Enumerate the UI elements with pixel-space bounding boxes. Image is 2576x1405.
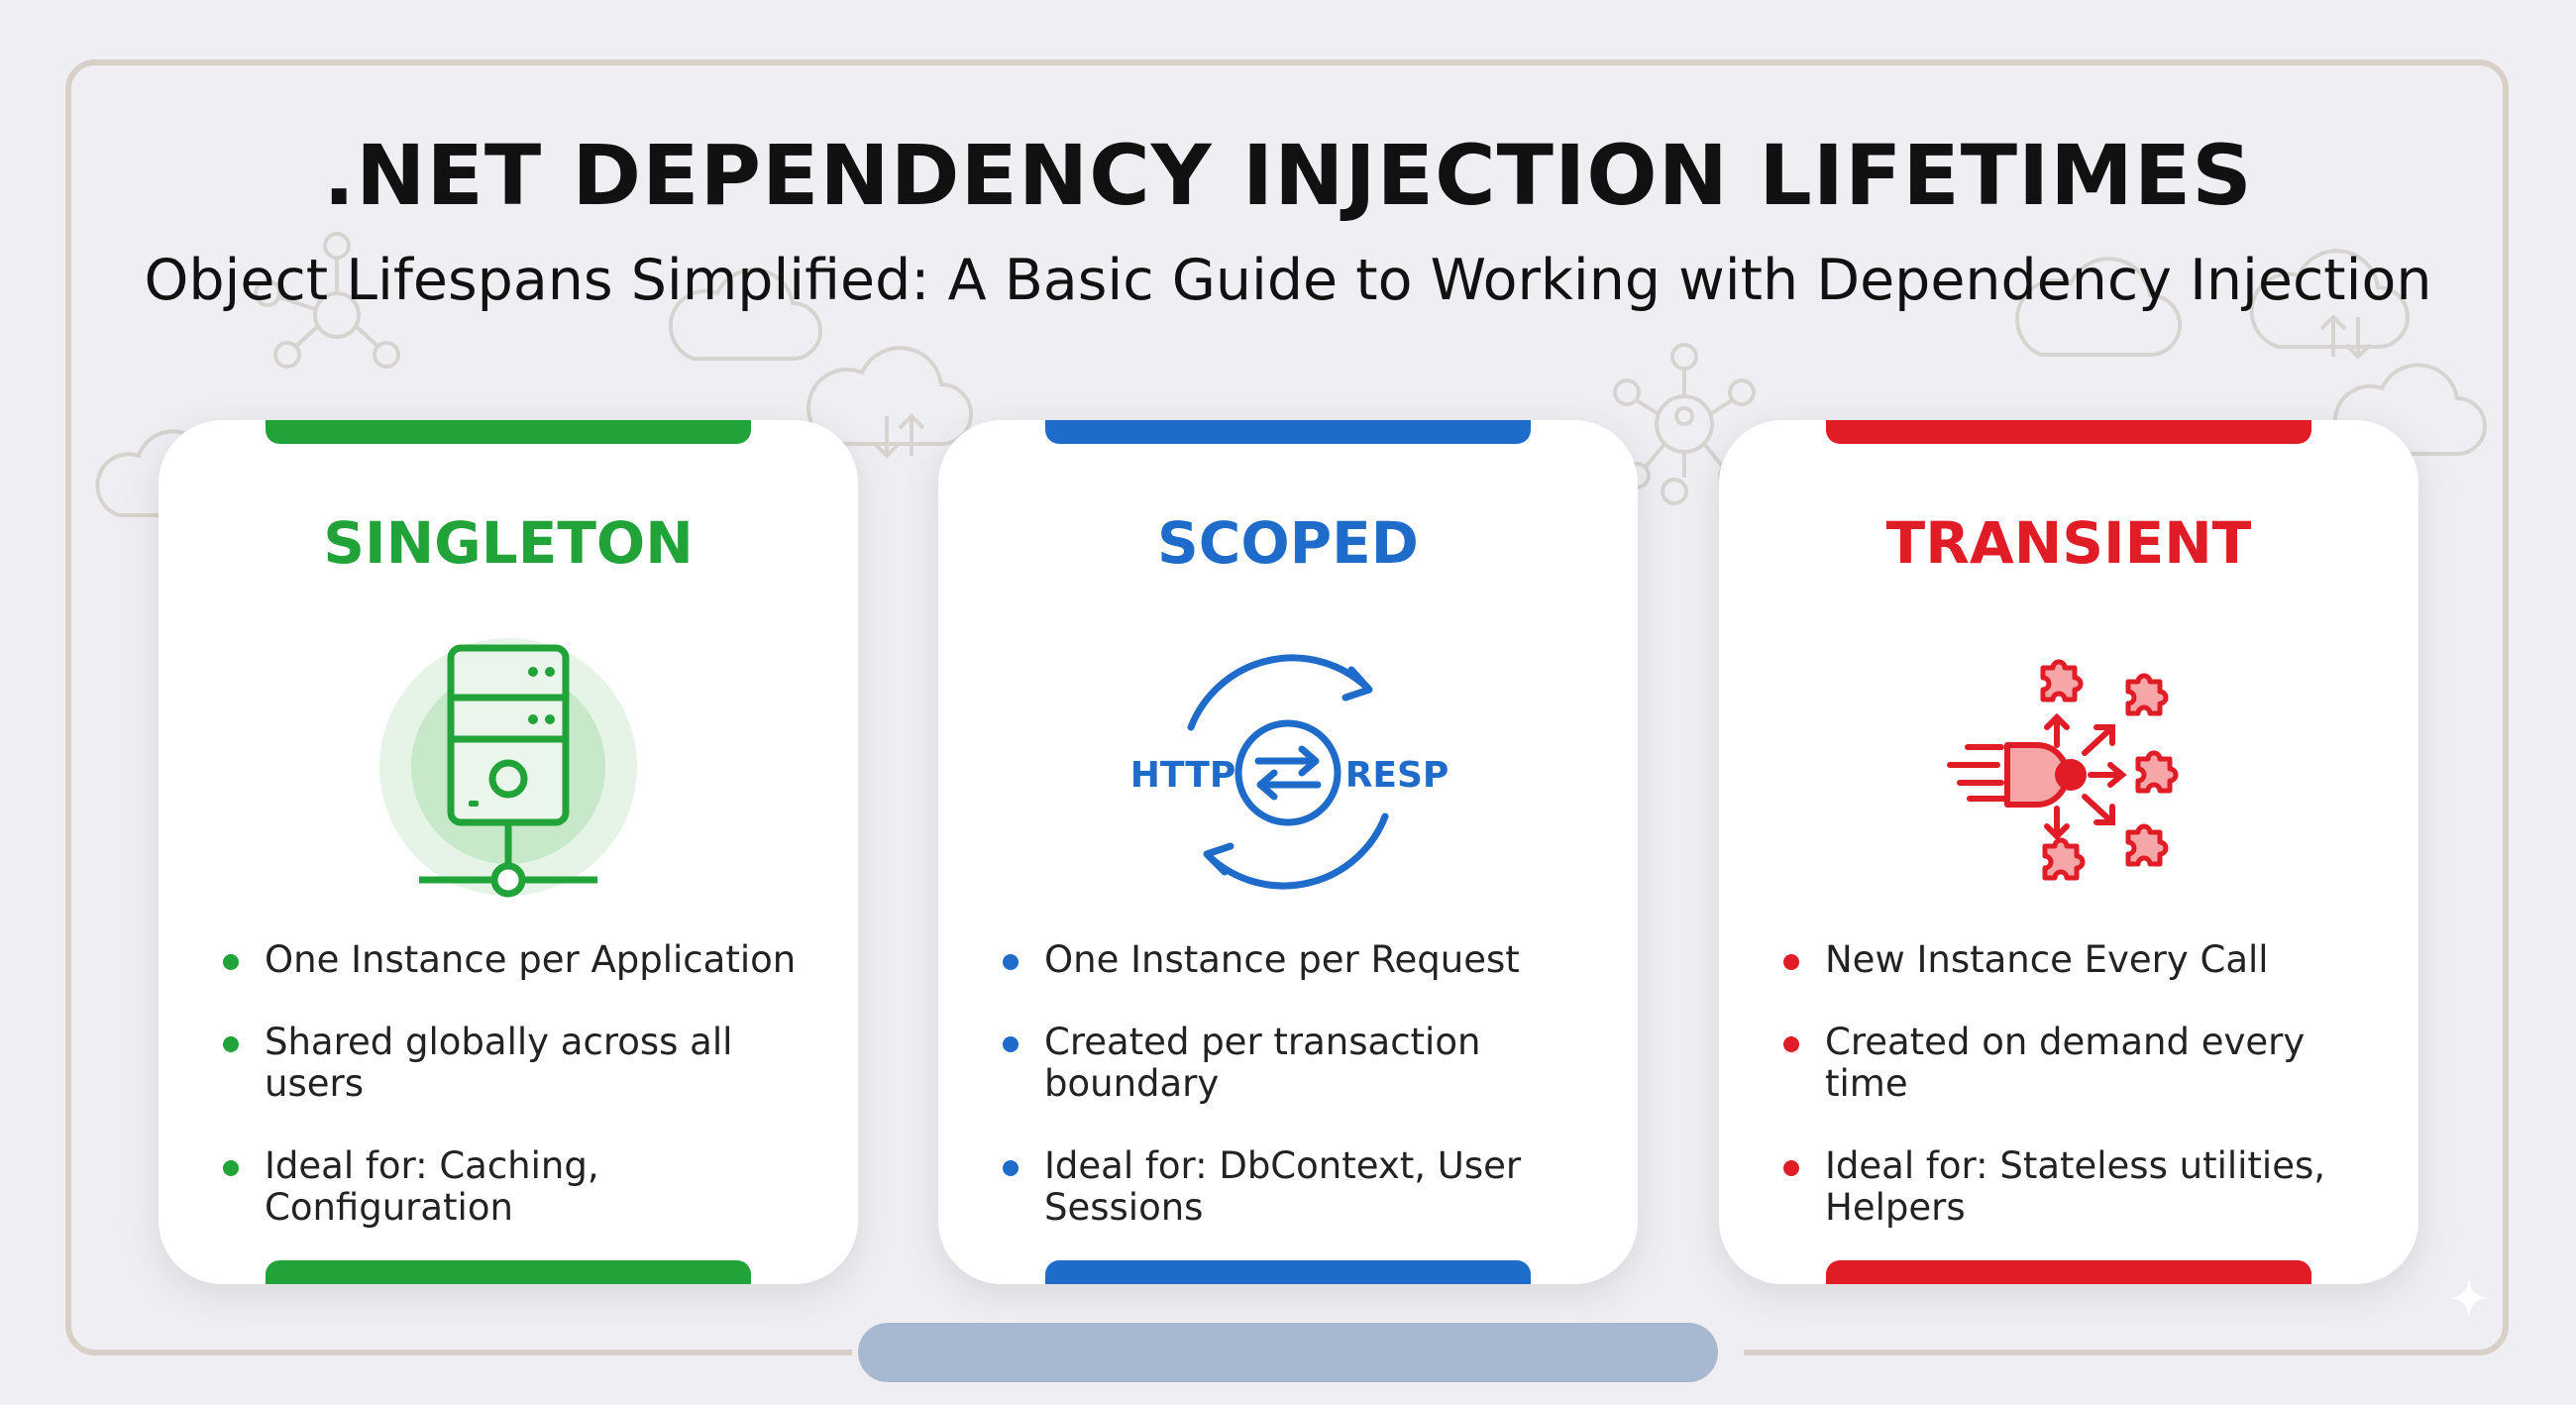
card-top-bar [1045,420,1531,444]
http-label: HTTP [1130,755,1235,796]
list-item: Ideal for: Stateless utilities, Helpers [1783,1145,2398,1229]
server-icon [379,638,637,898]
singleton-card: SINGLETON One Instance per Application S… [159,420,858,1284]
scoped-card: SCOPED HTTP RESP One Instance per Reques… [938,420,1638,1284]
transient-card: TRANSIENT New Instance Every Call Cre [1719,420,2418,1284]
card-top-bar [266,420,751,444]
list-item: Ideal for: DbContext, User Sessions [1003,1145,1617,1229]
list-item: One Instance per Request [1003,939,1617,981]
card-top-bar [1826,420,2311,444]
list-item: New Instance Every Call [1783,939,2398,981]
card-bottom-bar [266,1260,751,1284]
list-item: Ideal for: Caching, Configuration [223,1145,837,1229]
bullet-dot [223,954,239,970]
http-cycle-icon: HTTP RESP [1130,654,1449,890]
bullet-dot [1783,1160,1799,1176]
bullet-dot [223,1160,239,1176]
list-item: Created per transaction boundary [1003,1022,1617,1105]
card-bottom-bar [1045,1260,1531,1284]
puzzle-burst-icon [1947,628,2247,916]
bullet-dot [1003,1160,1019,1176]
page-title: .NET DEPENDENCY INJECTION LIFETIMES [323,127,2253,224]
card-bottom-bar [1826,1260,2311,1284]
list-item: Created on demand every time [1783,1022,2398,1105]
bullet-dot [1003,954,1019,970]
card-title: SINGLETON [323,509,694,577]
bullet-list: One Instance per Application Shared glob… [223,939,837,1269]
bullet-dot [1783,1036,1799,1052]
resp-label: RESP [1345,755,1449,796]
bullet-dot [1783,954,1799,970]
bullet-list: New Instance Every Call Created on deman… [1783,939,2398,1269]
bullet-dot [1003,1036,1019,1052]
bullet-dot [223,1036,239,1052]
list-item: One Instance per Application [223,939,837,981]
bottom-pill [858,1323,1718,1382]
bullet-list: One Instance per Request Created per tra… [1003,939,1617,1269]
card-title: TRANSIENT [1885,509,2252,577]
card-title: SCOPED [1157,509,1419,577]
sparkle-icon [2449,1278,2489,1318]
list-item: Shared globally across all users [223,1022,837,1105]
page-subtitle: Object Lifespans Simplified: A Basic Gui… [144,248,2432,313]
